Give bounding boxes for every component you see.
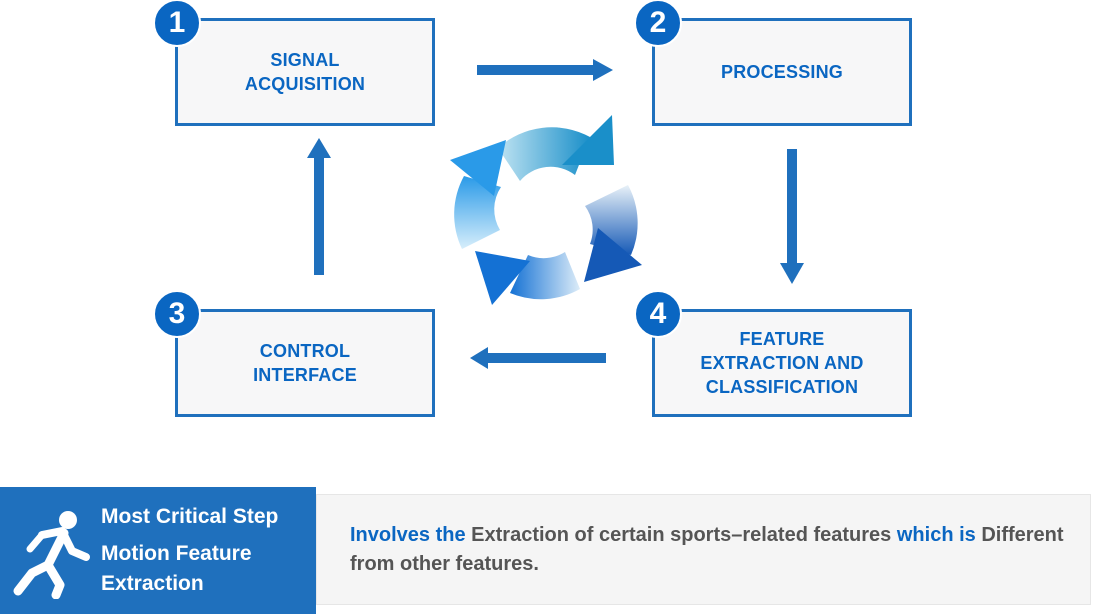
step-box-processing: Processing: [652, 18, 912, 126]
step-label: Feature Extraction and Classification: [700, 329, 864, 397]
arrow-up-icon: [307, 138, 331, 275]
critical-step-subtitle: Motion Feature Extraction: [101, 542, 252, 595]
description-highlight: Involves the: [350, 524, 466, 546]
step-number-badge: 3: [153, 290, 201, 338]
step-label: Signal Acquisition: [244, 50, 366, 94]
arrow-right-icon: [477, 59, 613, 81]
step-number-badge: 1: [153, 0, 201, 47]
runner-icon: [13, 511, 90, 599]
critical-step-title: Most Critical Step: [101, 505, 279, 528]
arrow-down-icon: [780, 149, 804, 284]
description-highlight: which is: [896, 524, 976, 546]
cycle-refresh-icon: [450, 115, 642, 305]
description-body: Extraction of certain sports–related fea…: [465, 524, 897, 546]
step-box-control-interface: Control Interface: [175, 309, 435, 417]
step-number-badge: 4: [634, 290, 682, 338]
description-body: Different from other features.: [350, 524, 1064, 575]
step-label: Processing: [720, 62, 844, 82]
step-number-badge: 2: [634, 0, 682, 47]
step-box-signal-acquisition: Signal Acquisition: [175, 18, 435, 126]
description-text: Involves the Extraction of certain sport…: [350, 521, 1085, 579]
step-label: Control Interface: [253, 341, 357, 385]
diagram-connectors: [307, 59, 804, 369]
critical-step-panel: Most Critical Step Motion Feature Extrac…: [0, 487, 316, 614]
step-box-feature-extraction: Feature Extraction and Classification: [652, 309, 912, 417]
description-panel: Involves the Extraction of certain sport…: [316, 494, 1091, 605]
arrow-left-icon: [470, 347, 606, 369]
